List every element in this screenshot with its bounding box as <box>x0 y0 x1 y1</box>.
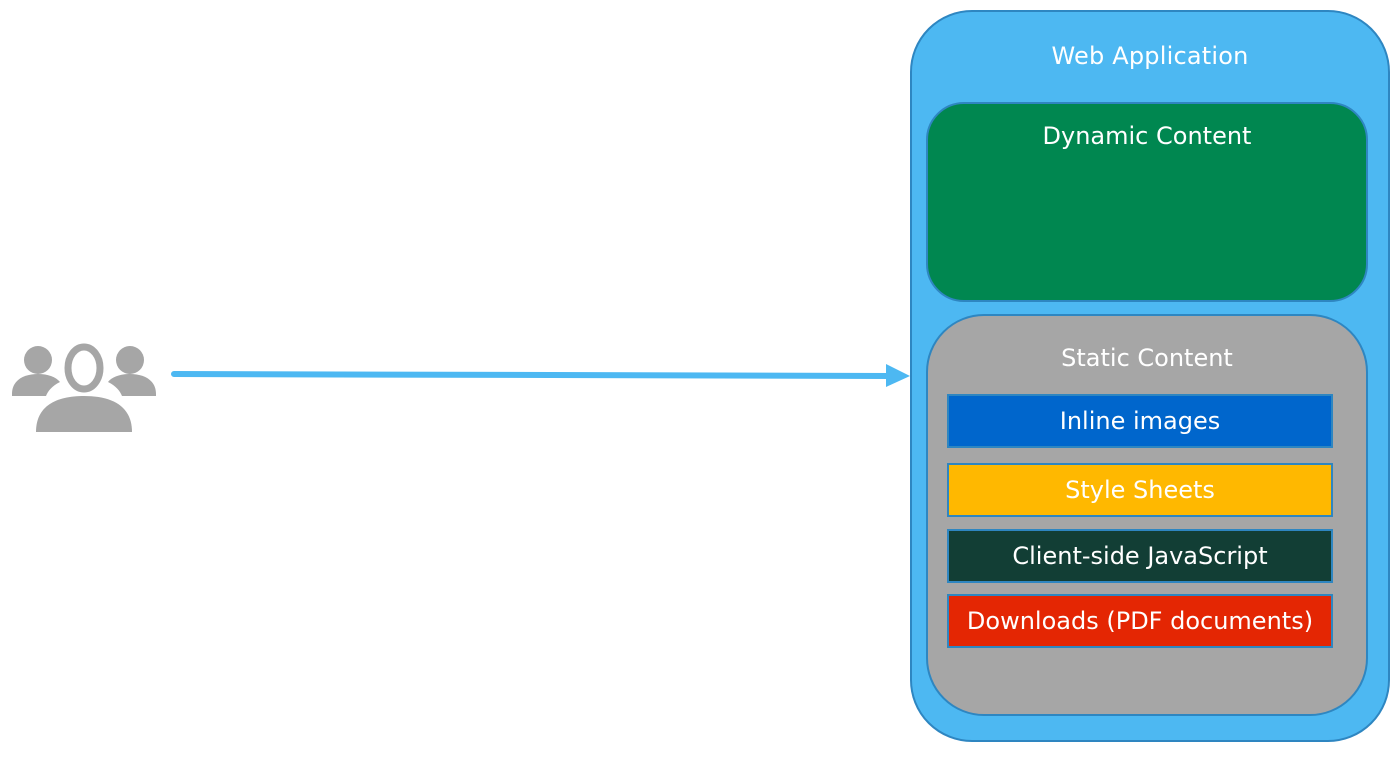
style-sheets-item: Style Sheets <box>947 463 1333 517</box>
dynamic-content-title: Dynamic Content <box>1042 122 1252 150</box>
web-application-title: Web Application <box>1051 42 1249 70</box>
client-side-javascript-item: Client-side JavaScript <box>947 529 1333 583</box>
request-arrow <box>171 364 910 387</box>
static-content-title: Static Content <box>1061 344 1233 372</box>
static-content-box: Static Content Inline images Style Sheet… <box>926 314 1368 716</box>
inline-images-item: Inline images <box>947 394 1333 448</box>
dynamic-content-box: Dynamic Content <box>926 102 1368 302</box>
users-group-icon <box>12 343 156 432</box>
downloads-pdf-item: Downloads (PDF documents) <box>947 594 1333 648</box>
web-application-box: Web Application Dynamic Content Static C… <box>910 10 1390 742</box>
